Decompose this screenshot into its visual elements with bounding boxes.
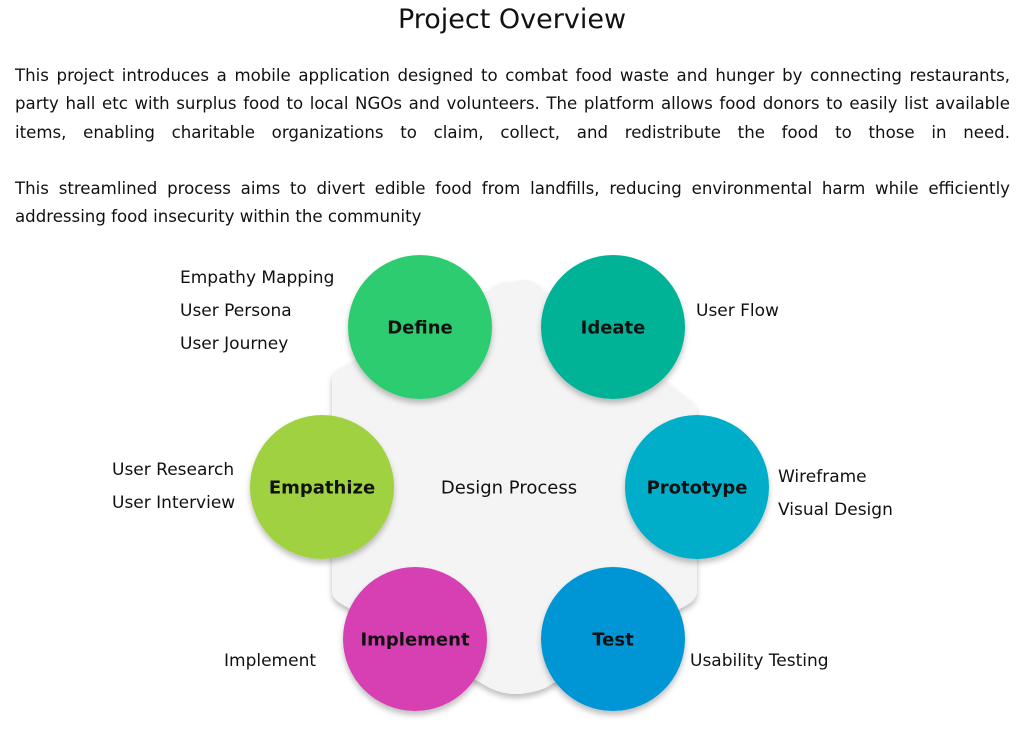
stage-item: Wireframe <box>778 467 867 487</box>
stage-label-ideate: Ideate <box>580 317 646 339</box>
stage-circle-prototype <box>625 415 769 559</box>
stage-item: User Journey <box>180 334 289 354</box>
stage-label-define: Define <box>387 317 453 339</box>
stage-items-test: Usability Testing <box>690 645 829 678</box>
stage-item: Implement <box>224 651 317 671</box>
stage-circle-empathize <box>250 415 394 559</box>
stage-circle-define <box>348 255 492 399</box>
stage-circle-test <box>541 567 685 711</box>
stage-items-ideate: User Flow <box>696 295 779 328</box>
stage-label-implement: Implement <box>360 629 470 651</box>
stage-label-empathize: Empathize <box>268 477 376 499</box>
stage-items-implement: Implement <box>224 645 316 678</box>
stage-item: User Flow <box>696 301 779 321</box>
stage-item: User Research <box>112 460 235 480</box>
stage-label-test: Test <box>592 629 634 651</box>
stage-circle-implement <box>343 567 487 711</box>
stage-item: Visual Design <box>778 500 893 520</box>
center-label: Design Process <box>440 477 578 499</box>
project-description: This project introduces a mobile applica… <box>15 66 1010 142</box>
stage-item: Empathy Mapping <box>180 268 335 288</box>
stage-circle-ideate <box>541 255 685 399</box>
project-goal: This streamlined process aims to divert … <box>15 179 1010 227</box>
stage-item: Usability Testing <box>690 651 829 671</box>
page-title: Project Overview <box>397 4 627 35</box>
stage-item: User Persona <box>180 301 292 321</box>
stage-label-prototype: Prototype <box>646 477 748 499</box>
stage-item: User Interview <box>112 493 236 513</box>
